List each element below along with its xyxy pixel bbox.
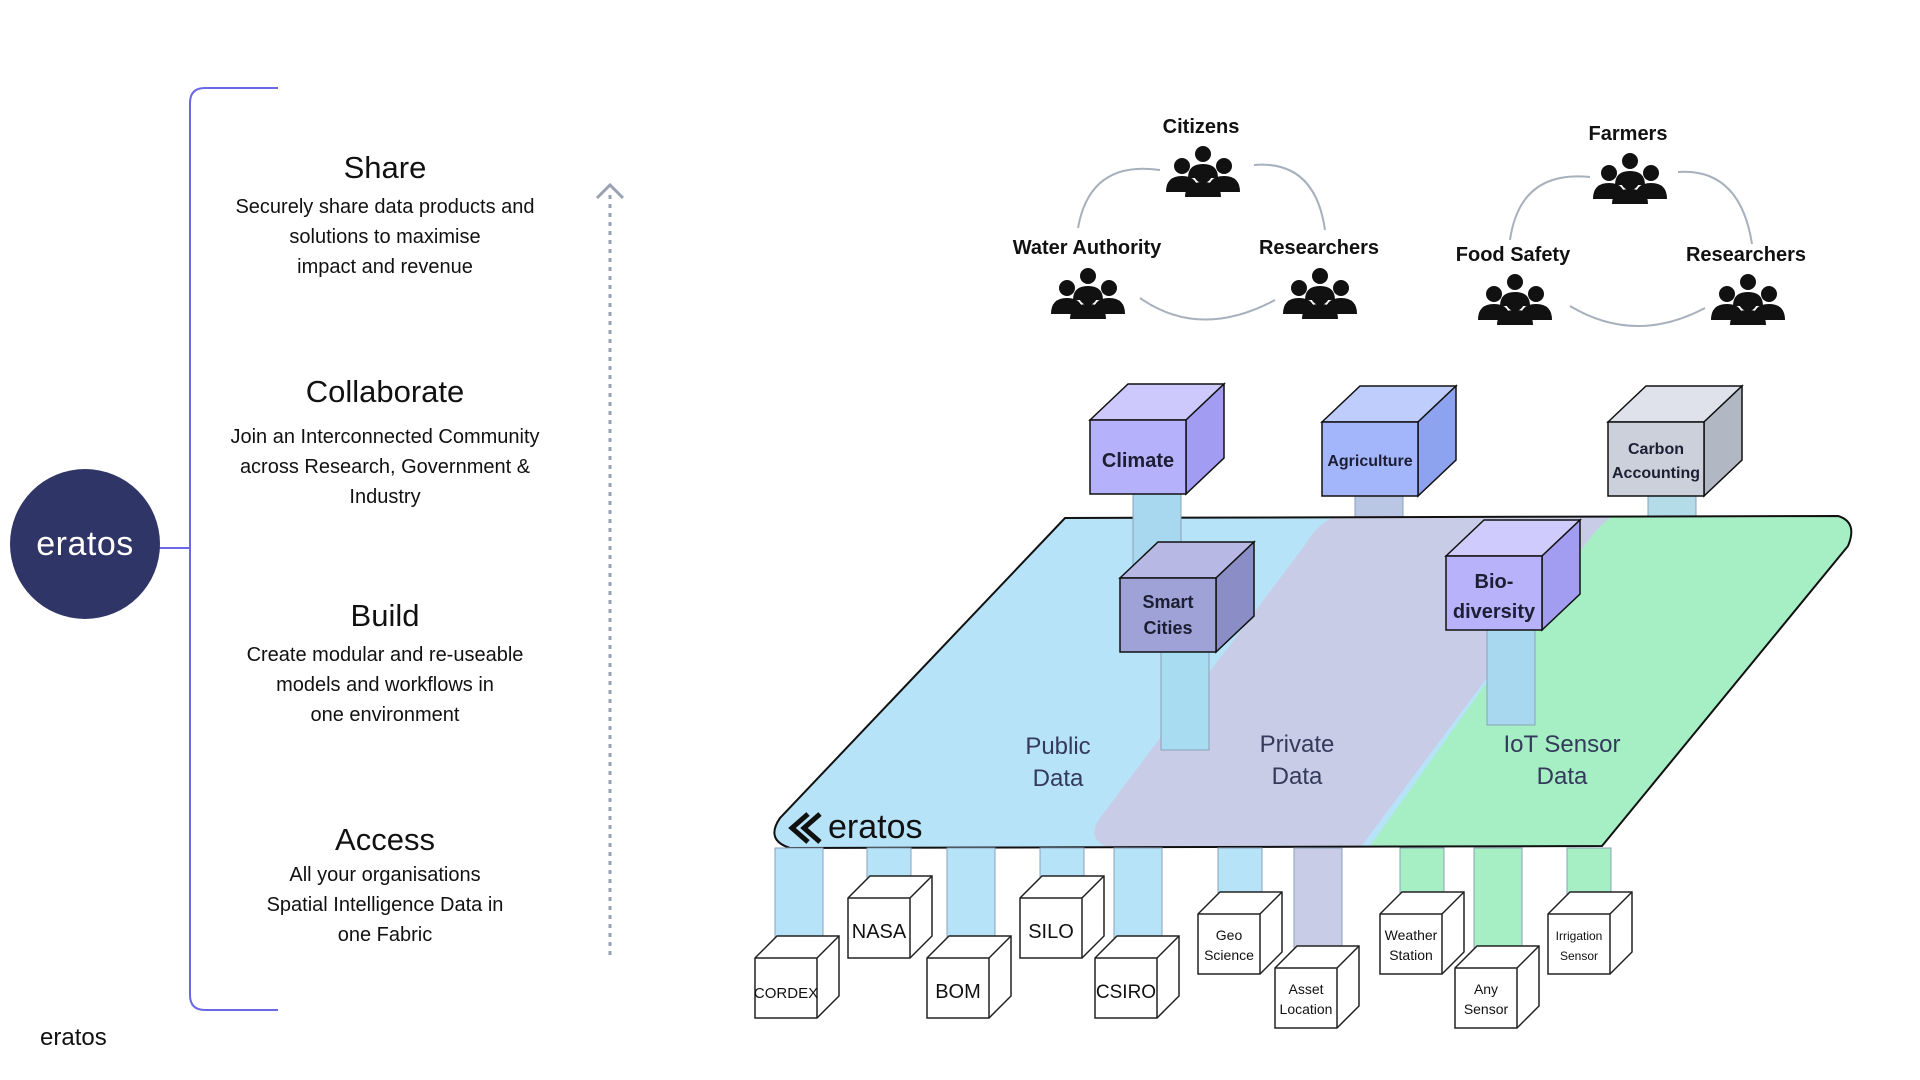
product-smart-cities-cube: Smart Cities	[1118, 540, 1256, 654]
svg-text:BOM: BOM	[935, 981, 981, 1003]
iot-data-label-1: IoT Sensor	[1504, 731, 1621, 758]
source-silo: SILO	[1019, 875, 1105, 959]
community-researchers-2: Researchers	[1686, 244, 1806, 266]
product-smart-cities-label-2: Cities	[1143, 618, 1192, 638]
product-agriculture-label: Agriculture	[1327, 453, 1412, 470]
public-data-label-2: Data	[1033, 765, 1084, 792]
svg-text:Station: Station	[1389, 947, 1433, 963]
source-bom: BOM	[926, 935, 1012, 1019]
svg-text:CSIRO: CSIRO	[1096, 982, 1156, 1003]
product-carbon-label-1: Carbon	[1628, 441, 1684, 458]
eratos-logo-text: eratos	[36, 524, 134, 563]
svg-text:CORDEX: CORDEX	[754, 985, 818, 1002]
community-researchers-1: Researchers	[1259, 237, 1379, 259]
private-data-label-2: Data	[1272, 763, 1323, 790]
eratos-logo-circle: eratos	[10, 469, 160, 619]
source-nasa: NASA	[847, 875, 933, 959]
platform-outline	[773, 514, 1853, 850]
private-data-label-1: Private	[1260, 731, 1335, 758]
up-arrow-icon	[595, 182, 625, 200]
svg-text:Weather: Weather	[1385, 927, 1438, 943]
community-farmers: Farmers	[1589, 123, 1668, 145]
svg-text:Irrigation: Irrigation	[1556, 929, 1603, 943]
svg-text:Sensor: Sensor	[1560, 949, 1598, 963]
community-citizens: Citizens	[1163, 116, 1240, 138]
svg-text:Any: Any	[1474, 981, 1498, 997]
product-agriculture-cube: Agriculture	[1320, 384, 1458, 498]
step-title: Build	[350, 598, 420, 633]
step-title: Access	[335, 822, 435, 857]
product-climate-cube: Climate	[1088, 382, 1226, 496]
product-smart-cities-label-1: Smart	[1142, 592, 1193, 612]
svg-text:NASA: NASA	[852, 921, 907, 943]
svg-text:Asset: Asset	[1288, 981, 1323, 997]
svg-text:Geo: Geo	[1216, 927, 1243, 943]
svg-text:Science: Science	[1204, 947, 1254, 963]
product-climate-label: Climate	[1102, 450, 1174, 472]
iot-data-label-2: Data	[1537, 763, 1588, 790]
people-group-icon	[1051, 146, 1785, 325]
smart-cities-pillar	[1160, 639, 1210, 751]
left-frame	[158, 87, 625, 1011]
platform-brand: eratos	[828, 808, 923, 846]
eratos-chevron-icon	[788, 812, 810, 844]
public-data-label-1: Public	[1025, 733, 1090, 760]
svg-text:Location: Location	[1280, 1001, 1333, 1017]
step-title: Collaborate	[305, 374, 465, 409]
product-biodiversity-cube: Bio- diversity	[1444, 518, 1582, 632]
footer-logo: eratos	[40, 1024, 107, 1051]
source-cordex: CORDEX	[754, 935, 840, 1019]
svg-text:SILO: SILO	[1028, 921, 1074, 943]
svg-text:Sensor: Sensor	[1464, 1001, 1509, 1017]
product-biodiversity-label-1: Bio-	[1475, 571, 1514, 593]
step-title: Share	[343, 150, 427, 185]
step-collaborate: Collaborate Join an Interconnected Commu…	[200, 374, 570, 512]
community-water-authority: Water Authority	[1013, 237, 1162, 259]
product-carbon-label-2: Accounting	[1612, 465, 1700, 482]
source-csiro: CSIRO	[1094, 935, 1180, 1019]
product-biodiversity-label-2: diversity	[1453, 601, 1536, 623]
product-carbon-cube: Carbon Accounting	[1606, 384, 1744, 498]
biodiversity-pillar	[1486, 619, 1536, 726]
community-food-safety: Food Safety	[1456, 244, 1571, 266]
